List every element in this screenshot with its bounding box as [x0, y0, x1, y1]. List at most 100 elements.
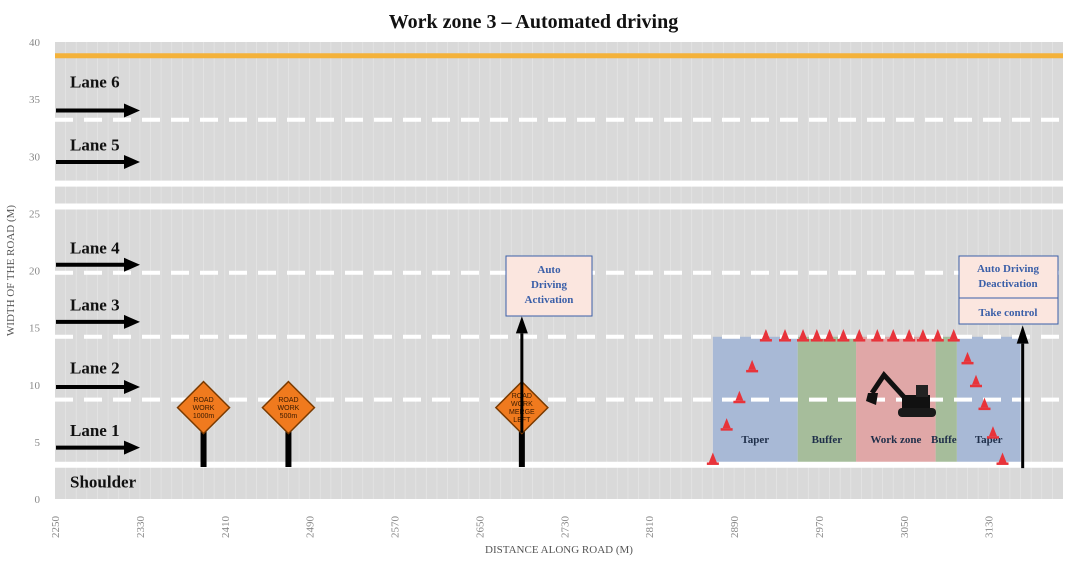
road-sign	[261, 380, 316, 435]
y-tick-label: 40	[29, 37, 41, 49]
traffic-cone-base	[746, 369, 759, 373]
traffic-cone	[998, 452, 1007, 463]
lane-label: Lane 3	[70, 295, 120, 314]
activation-box	[505, 255, 593, 317]
sign-text: ROAD	[278, 397, 298, 404]
y-tick-label: 15	[29, 323, 41, 335]
y-axis-label: WIDTH OF THE ROAD (M)	[5, 205, 17, 337]
x-tick-label: 2570	[390, 516, 402, 539]
activation-text: Auto	[537, 264, 561, 276]
traffic-cone	[812, 329, 821, 340]
x-tick-label: 2970	[814, 516, 826, 539]
zone-label: Work zone	[870, 434, 921, 446]
traffic-cone	[918, 329, 927, 340]
traffic-cone-base	[759, 339, 772, 342]
lane-arrow-head	[124, 380, 140, 395]
lane-label: Lane 5	[70, 136, 120, 155]
x-tick-label: 2650	[474, 516, 486, 539]
zone-label: Buffer	[812, 434, 843, 446]
activation-arrow-head	[515, 316, 528, 334]
x-tick-label: 2410	[220, 516, 232, 539]
traffic-cone	[855, 329, 864, 340]
x-tick-label: 2730	[559, 516, 571, 539]
x-axis-label: DISTANCE ALONG ROAD (M)	[485, 544, 633, 556]
traffic-cone-base	[903, 339, 916, 342]
traffic-cone-base	[887, 339, 900, 342]
y-tick-label: 10	[29, 380, 41, 392]
x-tick-label: 2330	[135, 516, 147, 539]
activation-text: Driving	[531, 279, 568, 291]
traffic-cone	[949, 329, 958, 340]
x-tick-label: 3050	[899, 516, 911, 539]
traffic-cone	[963, 351, 972, 362]
traffic-cone-base	[837, 339, 850, 342]
y-tick-label: 30	[29, 151, 41, 163]
lane-label: Lane 2	[70, 358, 120, 377]
deactivation-text: Deactivation	[978, 278, 1037, 290]
traffic-cone-base	[916, 339, 929, 342]
traffic-cone-base	[720, 428, 733, 431]
traffic-cone-base	[947, 339, 960, 342]
lane-arrow-head	[124, 103, 140, 118]
chart-title: Work zone 3 – Automated driving	[388, 11, 679, 33]
lane-arrow-head	[124, 440, 140, 455]
traffic-cone	[799, 329, 808, 340]
y-tick-label: 5	[35, 437, 41, 449]
zone-label: Buffer	[931, 434, 962, 446]
lane-label: Lane 6	[70, 73, 120, 92]
traffic-cone	[761, 329, 770, 340]
x-tick-label: 3130	[984, 516, 996, 539]
traffic-cone-base	[996, 462, 1009, 465]
traffic-cone	[980, 397, 989, 408]
traffic-cone	[839, 329, 848, 340]
sign-text: WORK	[278, 405, 300, 412]
lane-markings	[55, 53, 1063, 468]
x-tick-label: 2250	[50, 516, 62, 539]
zone-label: Taper	[741, 434, 769, 446]
traffic-cone	[708, 452, 717, 463]
sign-text: WORK	[193, 405, 215, 412]
traffic-cone-base	[797, 339, 810, 342]
lane-arrow-head	[124, 257, 140, 272]
traffic-cone-base	[706, 462, 719, 465]
lane-label: Lane 1	[70, 421, 120, 440]
deactivation-box	[958, 255, 1059, 325]
excavator-icon	[866, 370, 936, 417]
traffic-cone	[825, 329, 834, 340]
traffic-cone-base	[871, 339, 884, 342]
y-tick-label: 0	[35, 494, 41, 506]
traffic-cone-base	[779, 339, 792, 342]
traffic-cone-base	[823, 339, 836, 342]
traffic-cone-base	[853, 339, 866, 342]
deactivation-text: Auto Driving	[977, 263, 1040, 275]
traffic-cone-base	[969, 384, 982, 388]
sign-text: 1000m	[193, 413, 215, 420]
traffic-cone	[905, 329, 914, 340]
sign-text: 500m	[280, 413, 298, 420]
zone-label: Taper	[975, 434, 1003, 446]
traffic-cone	[735, 390, 744, 401]
y-tick-label: 35	[29, 94, 41, 106]
zone-4	[935, 336, 957, 465]
traffic-cone	[933, 329, 942, 340]
traffic-cone-base	[733, 400, 746, 404]
y-tick-label: 25	[29, 208, 41, 220]
sign-text: ROAD	[193, 397, 213, 404]
lane-label: Shoulder	[70, 473, 137, 492]
x-tick-label: 2890	[729, 516, 741, 539]
traffic-cone	[722, 418, 731, 429]
x-tick-label: 2490	[305, 516, 317, 539]
traffic-cone	[781, 329, 790, 340]
lane-arrow-head	[124, 154, 140, 169]
lane-labels: Lane 6 Lane 5 Lane 4 Lane 3 Lane 2 Lane 1 Shou…	[70, 73, 137, 492]
activation-text: Activation	[525, 294, 574, 306]
traffic-cones	[706, 329, 1009, 465]
traffic-cone	[971, 374, 980, 385]
road-sign	[176, 380, 231, 435]
lane-label: Lane 4	[70, 238, 120, 257]
traffic-cone-base	[931, 339, 944, 342]
traffic-cone	[889, 329, 898, 340]
lane-arrows	[56, 103, 140, 455]
